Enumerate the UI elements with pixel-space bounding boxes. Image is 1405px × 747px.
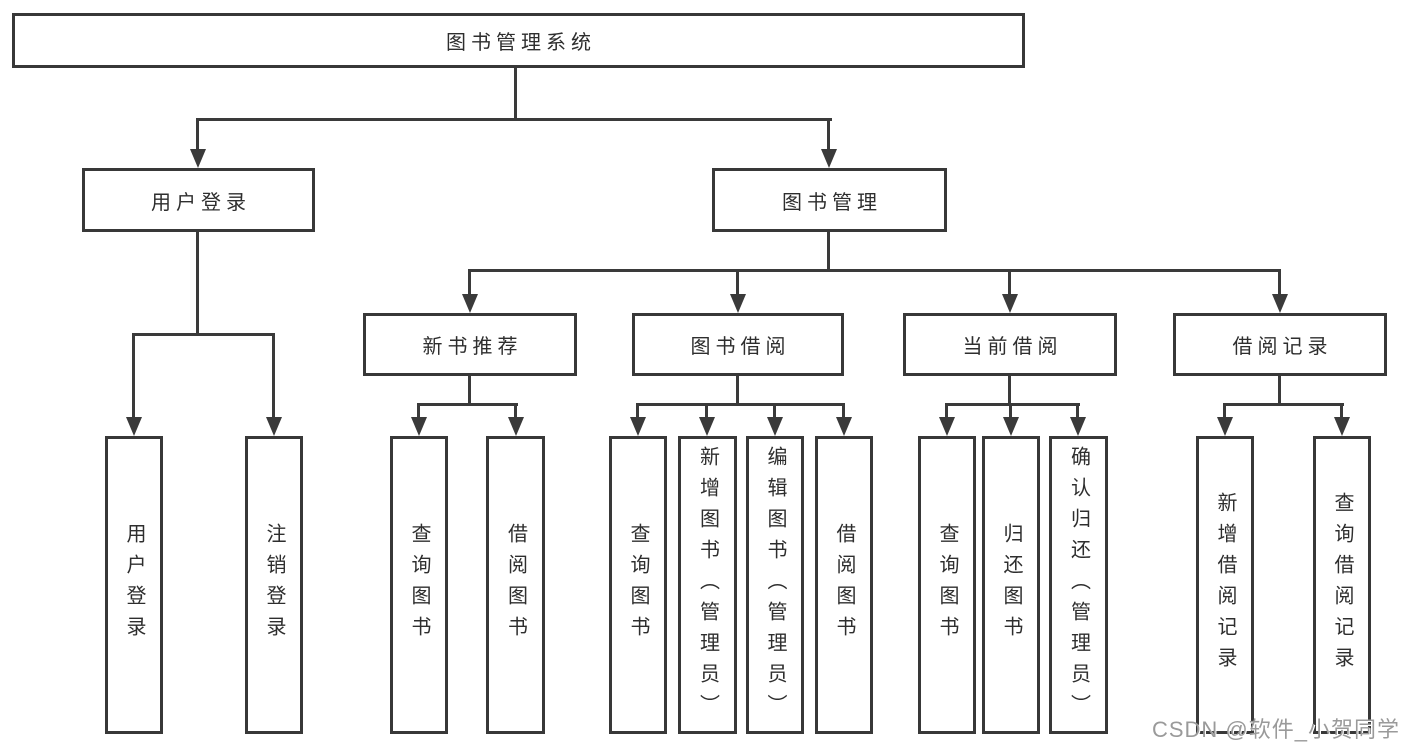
arrow-down-icon [730, 294, 746, 313]
leaf-user-login: 用户登录 [105, 436, 163, 734]
leaf-recommend-borrow-books: 借阅图书 [486, 436, 545, 734]
arrow-down-icon [1002, 294, 1018, 313]
node-user-login: 用户登录 [82, 168, 315, 232]
connector-leaf-drop [636, 403, 639, 419]
leaf-current-query-books-label: 查询图书 [936, 523, 958, 647]
arrow-down-icon [462, 294, 478, 313]
connector-leaf-drop [842, 403, 845, 419]
connector-records-drop [1278, 269, 1281, 297]
connector-level2-rail [196, 118, 832, 121]
arrow-down-icon [821, 149, 837, 168]
leaf-user-login-label: 用户登录 [123, 523, 145, 647]
connector-leaf-drop [1009, 403, 1012, 419]
connector-leaf-drop [945, 403, 948, 419]
connector-user-login-rail [132, 333, 275, 336]
arrow-down-icon [266, 417, 282, 436]
node-library-system: 图书管理系统 [12, 13, 1025, 68]
leaf-edit-books-admin-label: 编辑图书（管理员） [764, 445, 786, 725]
connector-level3-rail [468, 269, 1281, 272]
connector-borrowing-stem [736, 376, 739, 405]
leaf-recommend-query-books-label: 查询图书 [408, 523, 430, 647]
leaf-add-books-admin-label: 新增图书（管理员） [696, 445, 719, 725]
arrow-down-icon [836, 417, 852, 436]
connector-recommend-rail [417, 403, 518, 406]
connector-records-stem [1278, 376, 1281, 405]
leaf-confirm-return-admin-label: 确认归还（管理员） [1067, 445, 1090, 725]
connector-leaf-drop [514, 403, 517, 419]
connector-leaf-drop [1340, 403, 1343, 419]
arrow-down-icon [411, 417, 427, 436]
connector-book-mgmt-stem [827, 232, 830, 271]
leaf-borrow-query-books-label: 查询图书 [627, 523, 649, 647]
connector-user-login-drop [196, 118, 199, 151]
connector-root-stem [514, 68, 517, 120]
arrow-down-icon [939, 417, 955, 436]
leaf-logout-label: 注销登录 [263, 523, 285, 647]
leaf-recommend-query-books: 查询图书 [390, 436, 448, 734]
connector-current-stem [1008, 376, 1011, 405]
leaf-borrow-borrow-books: 借阅图书 [815, 436, 873, 734]
node-book-management: 图书管理 [712, 168, 947, 232]
node-current-borrowing: 当前借阅 [903, 313, 1117, 376]
leaf-confirm-return-admin: 确认归还（管理员） [1049, 436, 1108, 734]
leaf-add-books-admin: 新增图书（管理员） [678, 436, 737, 734]
connector-leaf-drop [1076, 403, 1079, 419]
connector-records-rail [1223, 403, 1344, 406]
leaf-borrow-query-books: 查询图书 [609, 436, 667, 734]
arrow-down-icon [767, 417, 783, 436]
arrow-down-icon [1217, 417, 1233, 436]
connector-leaf-drop [705, 403, 708, 419]
connector-current-rail [945, 403, 1080, 406]
leaf-query-borrow-record-label: 查询借阅记录 [1331, 492, 1353, 678]
node-book-borrowing: 图书借阅 [632, 313, 844, 376]
leaf-current-query-books: 查询图书 [918, 436, 976, 734]
connector-leaf-drop [773, 403, 776, 419]
arrow-down-icon [190, 149, 206, 168]
leaf-add-borrow-record-label: 新增借阅记录 [1214, 492, 1236, 678]
node-new-book-recommend: 新书推荐 [363, 313, 577, 376]
arrow-down-icon [1070, 417, 1086, 436]
arrow-down-icon [1334, 417, 1350, 436]
leaf-edit-books-admin: 编辑图书（管理员） [746, 436, 804, 734]
csdn-watermark: CSDN @软件_小贺同学 [1151, 717, 1400, 742]
leaf-return-books-label: 归还图书 [1000, 523, 1022, 647]
connector-user-login-stem [196, 232, 199, 335]
leaf-recommend-borrow-books-label: 借阅图书 [504, 523, 527, 647]
connector-logout-drop [272, 333, 275, 419]
leaf-add-borrow-record: 新增借阅记录 [1196, 436, 1254, 734]
connector-recommend-drop [468, 269, 471, 297]
connector-recommend-stem [468, 376, 471, 405]
connector-borrowing-rail [636, 403, 845, 406]
arrow-down-icon [630, 417, 646, 436]
arrow-down-icon [126, 417, 142, 436]
arrow-down-icon [699, 417, 715, 436]
leaf-return-books: 归还图书 [982, 436, 1040, 734]
leaf-borrow-borrow-books-label: 借阅图书 [833, 523, 855, 647]
leaf-query-borrow-record: 查询借阅记录 [1313, 436, 1371, 734]
arrow-down-icon [1272, 294, 1288, 313]
node-borrowing-records: 借阅记录 [1173, 313, 1387, 376]
connector-leaf-drop [1223, 403, 1226, 419]
connector-current-drop [1008, 269, 1011, 297]
connector-login-drop [132, 333, 135, 419]
connector-leaf-drop [417, 403, 420, 419]
arrow-down-icon [1003, 417, 1019, 436]
leaf-logout: 注销登录 [245, 436, 303, 734]
connector-book-mgmt-drop [827, 118, 830, 151]
arrow-down-icon [508, 417, 524, 436]
connector-borrowing-drop [736, 269, 739, 297]
